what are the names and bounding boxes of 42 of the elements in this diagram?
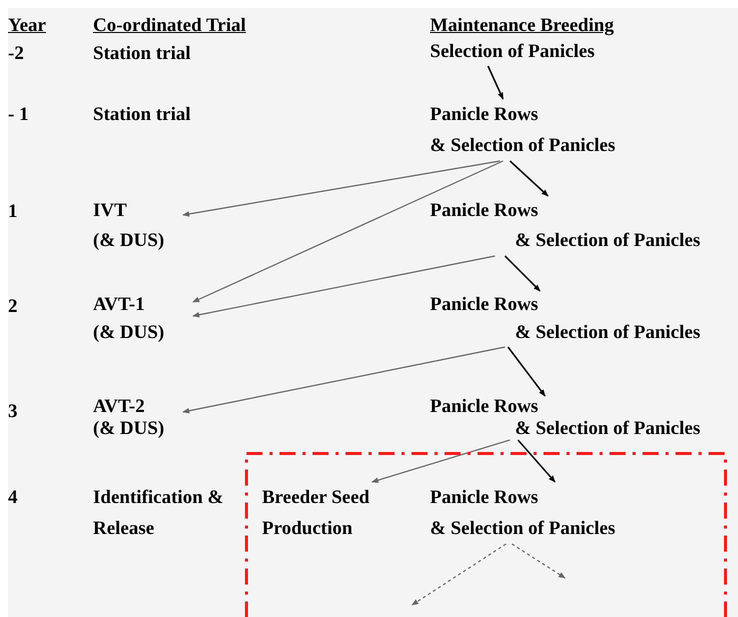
arrow — [182, 160, 500, 217]
column-header: Maintenance Breeding — [430, 15, 614, 36]
row-label: - 1 — [8, 104, 29, 125]
row-label: 3 — [8, 401, 18, 422]
step-label: & Selection of Panicles — [430, 135, 616, 156]
step-label: Panicle Rows — [430, 396, 538, 417]
arrow — [487, 66, 504, 100]
row-label: -2 — [8, 43, 24, 64]
arrow — [192, 255, 496, 318]
step-label: AVT-2 — [93, 396, 145, 417]
step-label: Panicle Rows — [430, 294, 538, 315]
step-label: & Selection of Panicles — [430, 518, 616, 539]
arrow — [411, 544, 506, 606]
step-label: (& DUS) — [93, 418, 164, 439]
step-label: Panicle Rows — [430, 200, 538, 221]
arrow — [192, 160, 504, 303]
arrow — [504, 255, 541, 292]
column-header: Co-ordinated Trial — [93, 15, 246, 36]
row-label: Station trial — [93, 104, 191, 125]
row-label: Identification & Release — [93, 487, 224, 539]
step-label: Breeder Seed Production — [262, 487, 370, 539]
step-label: & Selection of Panicles — [515, 322, 700, 343]
arrow — [371, 439, 510, 483]
column-header: Year — [8, 15, 46, 36]
step-label: Panicle Rows — [430, 487, 538, 508]
arrow — [507, 346, 546, 397]
row-label: 1 — [8, 201, 18, 222]
arrow — [512, 544, 566, 578]
row-label: 4 — [8, 487, 18, 508]
step-label: (& DUS) — [93, 322, 164, 343]
arrow — [182, 346, 506, 414]
step-label: & Selection of Panicles — [515, 230, 700, 251]
step-label: & Selection of Panicles — [515, 418, 700, 439]
step-label: AVT-1 — [93, 294, 145, 315]
arrow — [517, 439, 556, 483]
step-label: Panicle Rows — [430, 104, 538, 125]
step-label: (& DUS) — [93, 230, 164, 251]
step-label: IVT — [93, 200, 127, 221]
row-label: Station trial — [93, 43, 191, 64]
arrow — [509, 160, 549, 197]
row-label: 2 — [8, 296, 18, 317]
step-label: Selection of Panicles — [430, 41, 595, 62]
